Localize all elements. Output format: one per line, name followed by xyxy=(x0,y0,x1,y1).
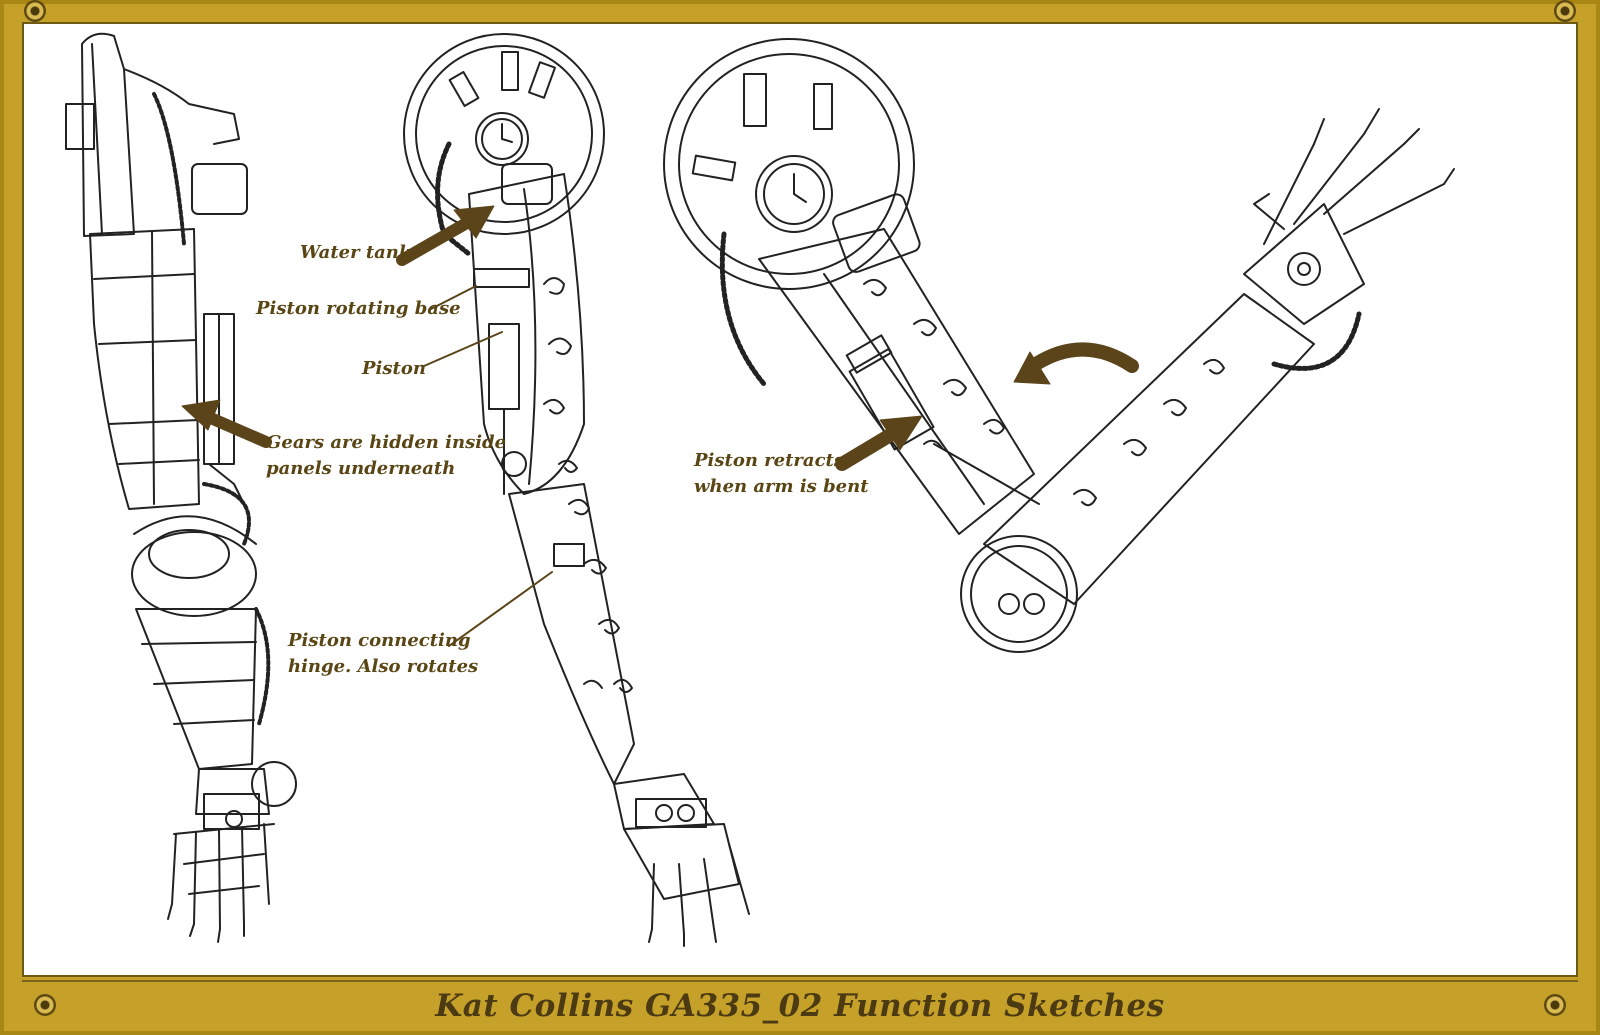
label-gears-line2: panels underneath xyxy=(266,458,456,479)
gear-icon xyxy=(1287,252,1321,286)
arm-sketch-bent xyxy=(663,38,1455,653)
arrow-icon xyxy=(835,415,923,471)
rivet-icon xyxy=(1554,0,1576,22)
arrow-icon xyxy=(181,399,272,448)
arm-sketch-front-view xyxy=(403,33,750,947)
arm-sketch-side-view xyxy=(65,32,297,943)
label-hinge-line1: Piston connecting xyxy=(288,630,471,651)
label-gears-line1: Gears are hidden inside xyxy=(266,432,507,453)
rivet-icon xyxy=(1544,994,1566,1016)
rivet-icon xyxy=(24,0,46,22)
label-piston-rotating-base: Piston rotating base xyxy=(256,298,461,319)
label-retract-line1: Piston retracts xyxy=(694,450,844,471)
rivet-icon xyxy=(34,994,56,1016)
sketch-canvas: Water tank Piston rotating base Piston G… xyxy=(22,22,1578,977)
label-retract-line2: when arm is bent xyxy=(694,476,869,497)
footer-bar: Kat Collins GA335_02 Function Sketches xyxy=(22,980,1578,1030)
label-water-tank: Water tank xyxy=(300,242,412,263)
footer-title: Kat Collins GA335_02 Function Sketches xyxy=(435,988,1165,1024)
annotation-arrows xyxy=(181,205,1139,647)
arrow-icon xyxy=(1013,342,1139,385)
label-hinge-line2: hinge. Also rotates xyxy=(288,656,479,677)
arm-sketches xyxy=(65,32,1455,947)
clock-gauge-icon xyxy=(475,112,529,166)
label-piston: Piston xyxy=(362,358,426,379)
clock-gauge-icon xyxy=(755,155,833,233)
arrow-icon xyxy=(396,205,495,266)
